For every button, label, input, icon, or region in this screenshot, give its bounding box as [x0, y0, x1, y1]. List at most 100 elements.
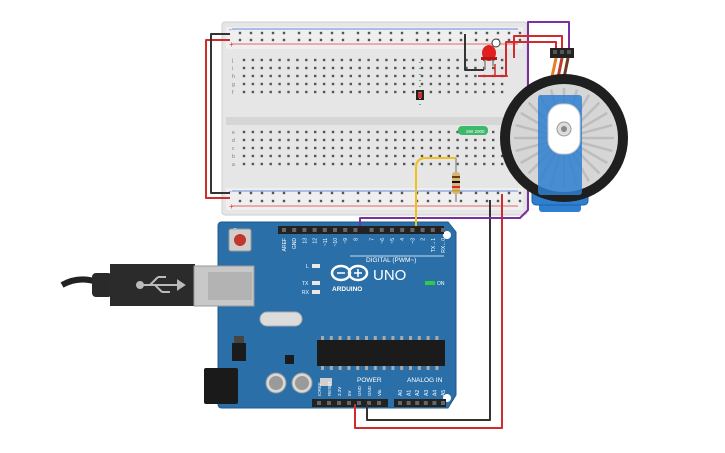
- servo-shaft-screw: [561, 126, 567, 132]
- header-pin[interactable]: [420, 228, 425, 232]
- header-pin[interactable]: [369, 228, 374, 232]
- breadboard-hole: [429, 130, 433, 134]
- rail-hole: [485, 38, 489, 42]
- breadboard-hole: [340, 90, 344, 94]
- header-pin[interactable]: [333, 228, 337, 232]
- breadboard-hole: [260, 138, 263, 142]
- wire-left-rail-red[interactable]: [205, 39, 230, 199]
- wire-servo-red-2[interactable]: [513, 35, 563, 58]
- rail-hole: [389, 38, 393, 42]
- led-component[interactable]: [481, 38, 501, 70]
- breadboard-hole: [242, 82, 246, 86]
- usb-cable[interactable]: [60, 264, 255, 307]
- header-pin[interactable]: [312, 228, 317, 232]
- dc-power-jack[interactable]: [204, 368, 238, 404]
- breadboard-hole: [376, 90, 379, 94]
- rail-hole: [330, 191, 334, 195]
- header-pin[interactable]: [390, 228, 394, 232]
- resistor-component[interactable]: [452, 158, 460, 202]
- analog-header-pin[interactable]: [432, 401, 437, 405]
- digital-pin-label: RX←0: [441, 238, 447, 253]
- breadboard-hole: [296, 130, 299, 134]
- chip-leg: [426, 366, 430, 370]
- breadboard-hole: [429, 58, 433, 62]
- breadboard-hole: [456, 90, 459, 94]
- breadboard-hole: [269, 58, 272, 62]
- rail-minus-top: -: [229, 25, 232, 34]
- power-header-pin[interactable]: [367, 401, 371, 405]
- chip-leg: [373, 336, 377, 340]
- breadboard-hole: [269, 162, 272, 166]
- wire-led-black[interactable]: [464, 34, 484, 71]
- header-pin[interactable]: [302, 228, 307, 232]
- smd-part: [320, 378, 332, 386]
- analog-header-pin[interactable]: [423, 401, 428, 405]
- breadboard-hole: [322, 90, 326, 94]
- rail-hole: [459, 38, 463, 42]
- header-pin[interactable]: [282, 228, 286, 232]
- breadboard-hole: [269, 138, 272, 142]
- breadboard-hole: [465, 154, 468, 158]
- slide-switch-component[interactable]: SW 2000: [458, 126, 488, 135]
- rail-hole: [341, 191, 345, 195]
- header-pin[interactable]: [441, 228, 445, 232]
- servo-motor[interactable]: [500, 48, 628, 212]
- breadboard-hole: [358, 146, 361, 150]
- chip-leg: [382, 366, 386, 370]
- digital-header-pins: [282, 228, 445, 232]
- row-letter: b: [232, 154, 235, 160]
- analog-header-pin[interactable]: [406, 401, 411, 405]
- header-pin[interactable]: [430, 228, 435, 232]
- digital-label: DIGITAL (PWM~): [366, 257, 416, 264]
- analog-header-pin[interactable]: [415, 401, 420, 405]
- breadboard-hole: [331, 66, 335, 70]
- header-pin[interactable]: [322, 228, 327, 232]
- power-header-pin[interactable]: [347, 401, 351, 405]
- breadboard-hole: [358, 58, 361, 62]
- header-pin[interactable]: [292, 228, 297, 232]
- breadboard-hole: [287, 162, 290, 166]
- push-button-component[interactable]: [416, 62, 424, 110]
- breadboard-hole: [456, 154, 459, 158]
- breadboard-hole: [411, 66, 415, 70]
- wire-gnd-black[interactable]: [366, 200, 491, 421]
- breadboard-hole: [394, 138, 397, 142]
- led-on: [425, 281, 435, 285]
- wire-led-red[interactable]: [494, 64, 508, 77]
- rail-hole: [448, 31, 452, 35]
- rail-hole: [282, 191, 286, 195]
- wire-pin2-yellow[interactable]: [415, 157, 456, 226]
- chip-leg: [365, 366, 368, 370]
- wire-5v-red[interactable]: [354, 194, 503, 429]
- power-header-pin[interactable]: [337, 401, 341, 405]
- breadboard-hole: [331, 130, 335, 134]
- breadboard-hole: [278, 138, 281, 142]
- bottom-rail-area: [226, 188, 523, 210]
- breadboard-hole: [322, 82, 326, 86]
- wire-pin9-purple[interactable]: [359, 21, 570, 226]
- analog-header-pin[interactable]: [441, 401, 445, 405]
- header-pin[interactable]: [379, 228, 384, 232]
- reset-button-cap[interactable]: [234, 234, 246, 246]
- header-pin[interactable]: [400, 228, 405, 232]
- analog-header-pin[interactable]: [398, 401, 402, 405]
- breadboard-hole: [349, 138, 352, 142]
- breadboard-hole: [492, 90, 495, 94]
- power-header-pin[interactable]: [377, 401, 381, 405]
- power-header-pin[interactable]: [357, 401, 361, 405]
- header-pin[interactable]: [343, 228, 348, 232]
- power-header-pin[interactable]: [327, 401, 331, 405]
- wire-left-rail-black[interactable]: [210, 33, 230, 194]
- breadboard-hole: [251, 154, 255, 158]
- breadboard-hole: [367, 58, 370, 62]
- rail-hole: [238, 191, 242, 195]
- breadboard-hole: [340, 82, 344, 86]
- header-pin[interactable]: [353, 228, 358, 232]
- chip-leg: [417, 336, 421, 340]
- power-header-pin[interactable]: [317, 401, 321, 405]
- header-pin[interactable]: [410, 228, 415, 232]
- breadboard-hole: [438, 82, 441, 86]
- breadboard-hole: [438, 130, 441, 134]
- rail-hole: [426, 38, 430, 42]
